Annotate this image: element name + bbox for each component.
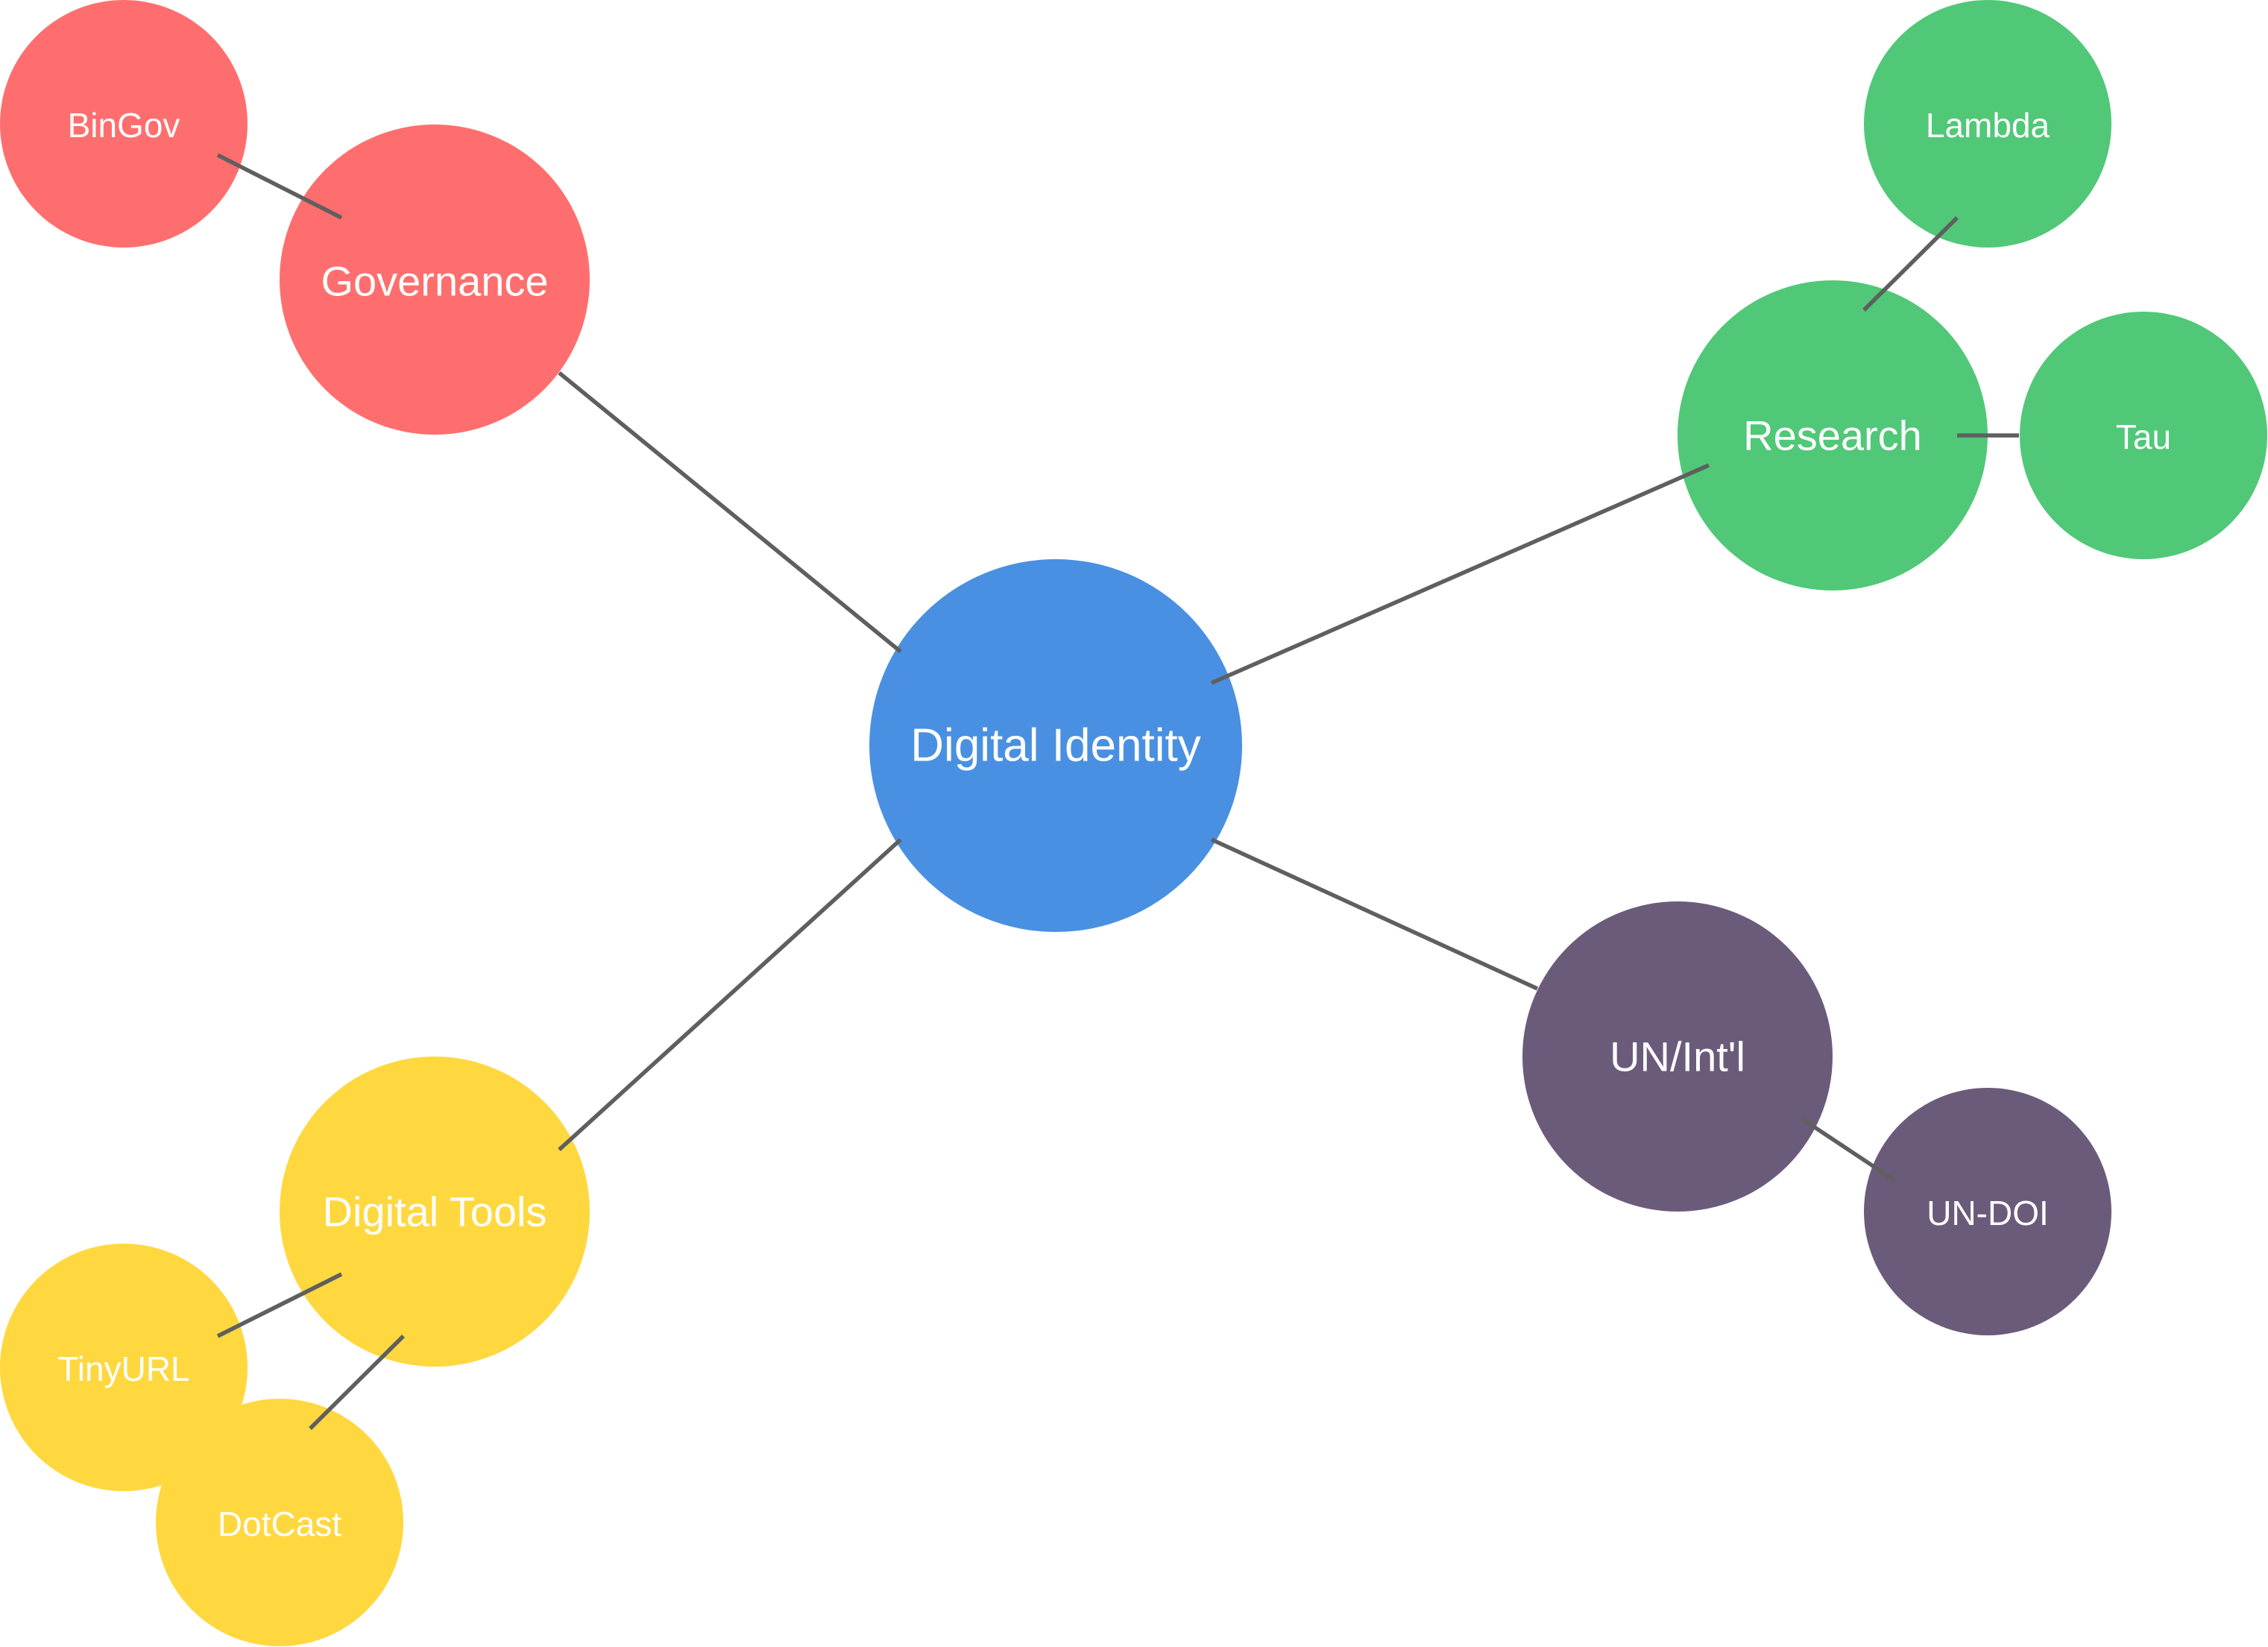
- edge-governance-bingov: [216, 153, 343, 220]
- node-digital-identity[interactable]: [869, 559, 1242, 932]
- label-tau: Tau: [2116, 418, 2171, 456]
- node-un-intl[interactable]: [1522, 901, 1833, 1212]
- edge-center-governance: [558, 371, 902, 654]
- node-tau[interactable]: [2020, 312, 2267, 559]
- label-bingov: BinGov: [68, 106, 180, 145]
- label-digital-tools: Digital Tools: [323, 1188, 547, 1235]
- label-digital-identity: Digital Identity: [910, 720, 1200, 772]
- edges-layer: [216, 153, 2019, 1430]
- label-tinyurl: TinyURL: [57, 1350, 189, 1388]
- node-tinyurl[interactable]: [0, 1244, 248, 1491]
- node-digital-tools[interactable]: [280, 1056, 590, 1367]
- node-research[interactable]: [1678, 280, 1988, 591]
- edge-center-research: [1210, 463, 1710, 685]
- edge-research-lambda: [1862, 216, 1959, 312]
- label-un-doi: UN-DOI: [1927, 1194, 2049, 1232]
- label-governance: Governance: [321, 258, 548, 305]
- labels-layer: BinGov Governance Lambda Tau Research Di…: [57, 106, 2171, 1543]
- label-research: Research: [1743, 412, 1922, 459]
- label-lambda: Lambda: [1926, 106, 2050, 145]
- edge-center-digital-tools: [558, 837, 902, 1152]
- edge-un-intl-un-doi: [1800, 1116, 1896, 1182]
- node-governance[interactable]: [280, 125, 590, 435]
- edge-digital-tools-tinyurl: [216, 1272, 343, 1338]
- edge-center-un-intl: [1210, 837, 1539, 991]
- label-dotcast: DotCast: [218, 1505, 341, 1543]
- node-bingov[interactable]: [0, 0, 248, 248]
- node-dotcast[interactable]: [156, 1399, 403, 1646]
- edge-digital-tools-dotcast: [309, 1335, 405, 1430]
- node-lambda[interactable]: [1864, 0, 2111, 248]
- label-un-intl: UN/Int'l: [1610, 1033, 1745, 1080]
- node-un-doi[interactable]: [1864, 1088, 2111, 1335]
